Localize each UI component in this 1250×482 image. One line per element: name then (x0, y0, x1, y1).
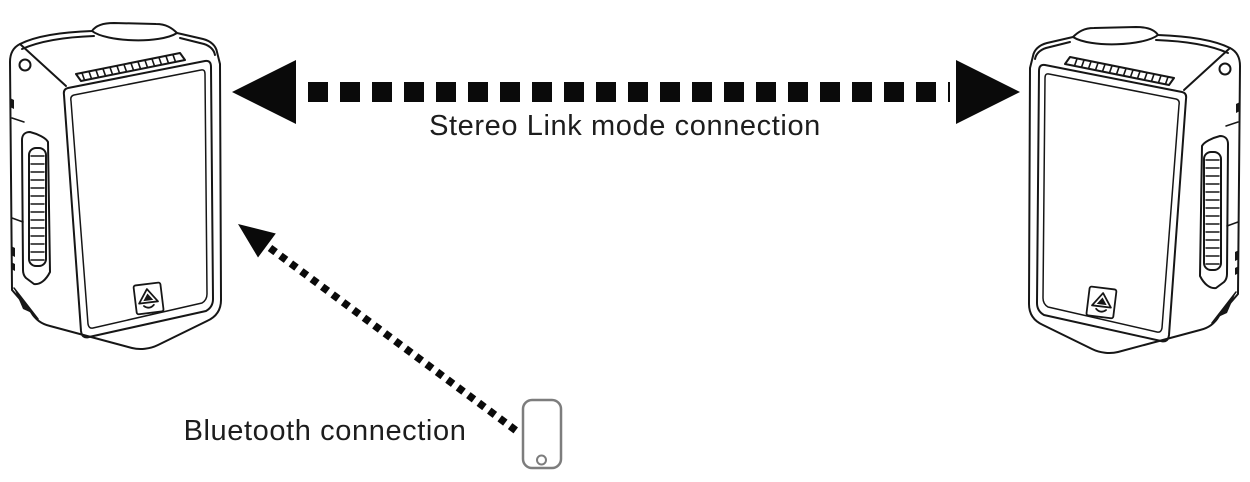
arrowhead-up-left-icon (238, 224, 276, 258)
stereo-link-label: Stereo Link mode connection (429, 110, 821, 142)
bluetooth-arrow (238, 224, 521, 436)
speaker-left-illustration (8, 22, 232, 352)
speaker-right-illustration (1018, 26, 1242, 356)
stereo-link-arrow (232, 60, 1020, 124)
arrowhead-right-icon (956, 60, 1020, 124)
arrowhead-left-icon (232, 60, 296, 124)
phone-home-button-icon (536, 454, 547, 466)
bluetooth-label: Bluetooth connection (183, 415, 467, 447)
smartphone-icon (521, 398, 563, 470)
